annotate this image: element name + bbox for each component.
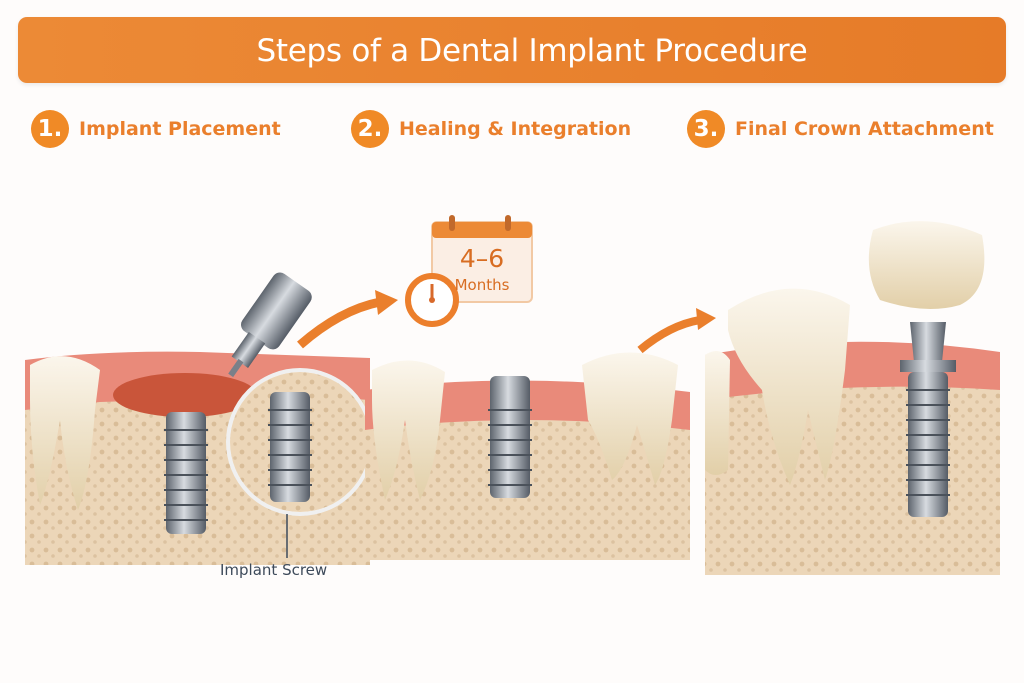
- drill-icon: [228, 272, 312, 378]
- step-number: 1.: [31, 110, 69, 148]
- step-label: Final Crown Attachment: [735, 118, 994, 140]
- abutment-icon: [910, 322, 946, 362]
- clock-icon: [405, 273, 459, 327]
- crown-icon: [868, 221, 985, 309]
- arrow-icon: [637, 316, 701, 354]
- healing-duration: 4–6: [459, 244, 505, 273]
- step-number: 3.: [687, 110, 725, 148]
- page-title: Steps of a Dental Implant Procedure: [256, 33, 808, 69]
- panel-implant-placement: [25, 272, 374, 565]
- implant-screw-icon: [490, 376, 530, 498]
- implant-screw-label: Implant Screw: [220, 561, 328, 579]
- healing-unit: Months: [454, 276, 510, 294]
- implant-screw-icon: [164, 412, 208, 534]
- panel-crown: [705, 221, 1000, 575]
- title-banner: Steps of a Dental Implant Procedure: [18, 17, 1006, 83]
- step-2: 2. Healing & Integration: [351, 110, 631, 148]
- step-label: Healing & Integration: [399, 118, 632, 140]
- step-number: 2.: [351, 110, 389, 148]
- step-label: Implant Placement: [79, 118, 281, 140]
- step-3: 3. Final Crown Attachment: [687, 110, 994, 148]
- calendar-icon: [431, 215, 533, 303]
- panel-healing: [365, 352, 690, 560]
- arrow-icon: [297, 297, 381, 349]
- step-1: 1. Implant Placement: [31, 110, 281, 148]
